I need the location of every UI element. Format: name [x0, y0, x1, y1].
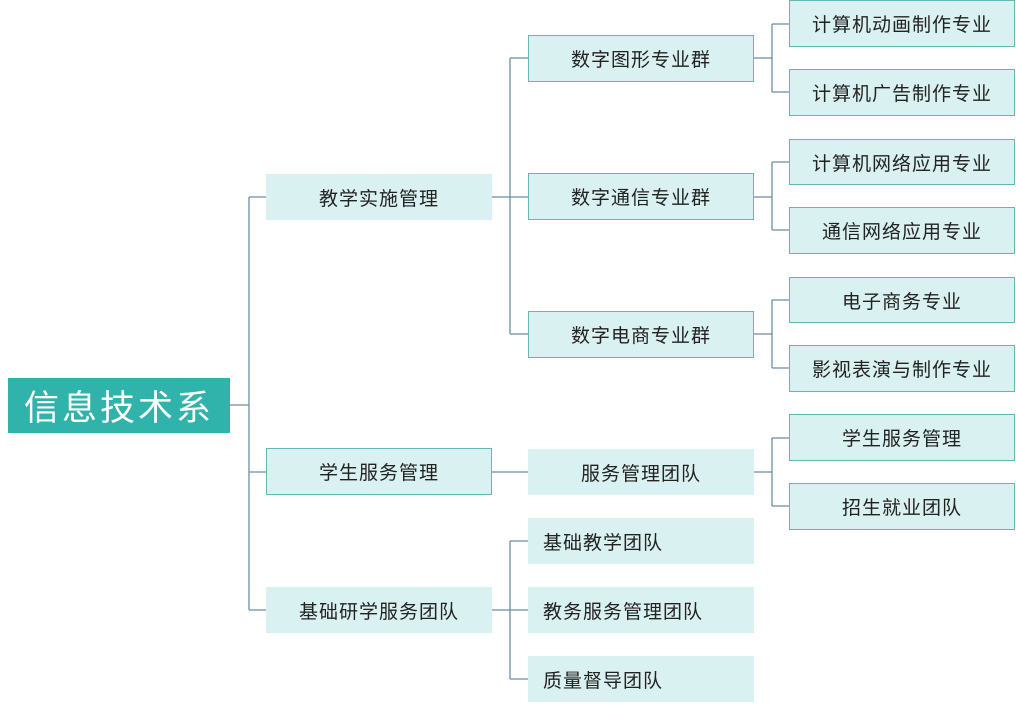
node-computer-advertising: 计算机广告制作专业 — [789, 69, 1015, 116]
node-basic-teaching-team: 基础教学团队 — [528, 518, 754, 564]
node-digital-ecommerce-group: 数字电商专业群 — [528, 311, 754, 358]
connector-service — [754, 437, 789, 507]
node-computer-network: 计算机网络应用专业 — [789, 139, 1015, 185]
connector-basic — [492, 540, 528, 680]
connector-graphics — [754, 23, 789, 93]
connector-teaching — [492, 57, 528, 335]
node-film-performance: 影视表演与制作专业 — [789, 345, 1015, 392]
node-ecommerce-major: 电子商务专业 — [789, 277, 1015, 323]
node-digital-communication-group: 数字通信专业群 — [528, 173, 754, 220]
node-student-service-management: 学生服务管理 — [266, 448, 492, 495]
node-teaching-management: 教学实施管理 — [266, 174, 492, 220]
connector-root — [230, 196, 266, 611]
connector-ecom — [754, 299, 789, 369]
node-digital-graphics-group: 数字图形专业群 — [528, 35, 754, 82]
root-node: 信息技术系 — [8, 378, 230, 433]
node-student-service: 学生服务管理 — [789, 414, 1015, 461]
node-service-management-team: 服务管理团队 — [528, 449, 754, 495]
node-basic-research-team: 基础研学服务团队 — [266, 587, 492, 633]
node-computer-animation: 计算机动画制作专业 — [789, 0, 1015, 47]
node-quality-supervision-team: 质量督导团队 — [528, 656, 754, 702]
node-communication-network: 通信网络应用专业 — [789, 207, 1015, 254]
connector-comm — [754, 161, 789, 231]
node-academic-service-team: 教务服务管理团队 — [528, 587, 754, 633]
node-enrollment-employment: 招生就业团队 — [789, 483, 1015, 530]
